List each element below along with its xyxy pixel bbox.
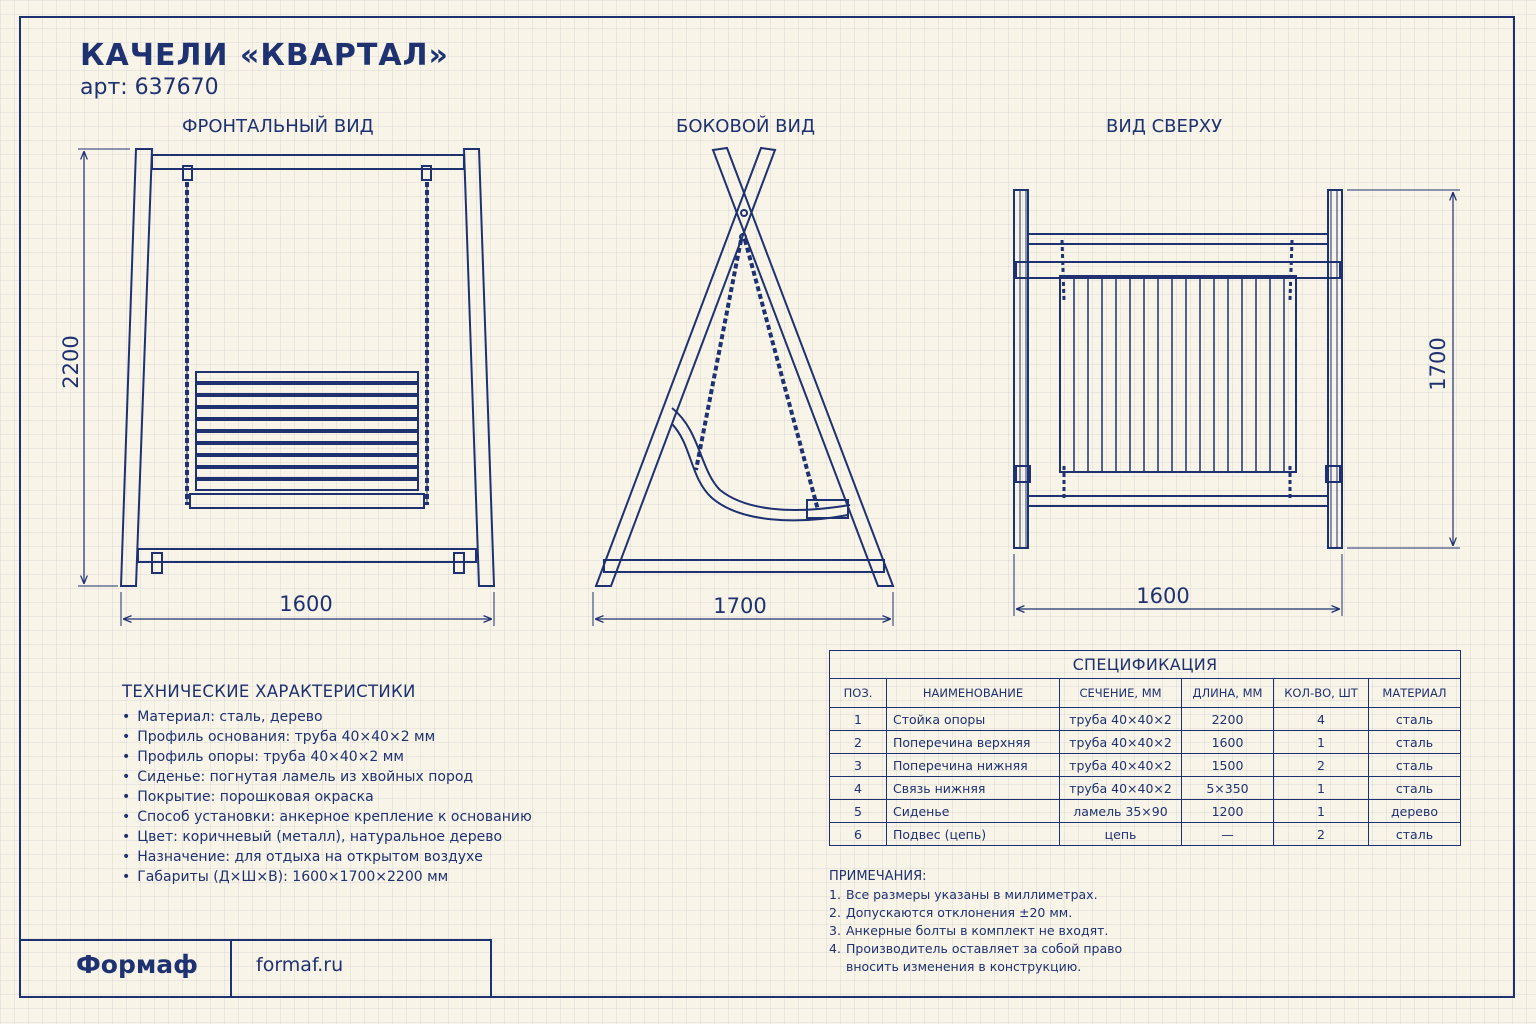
note-item: 4. Производитель оставляет за собой право… <box>829 940 1149 976</box>
spec-header-pos: ПОЗ. <box>829 678 887 708</box>
title-block <box>19 939 492 998</box>
spec-cell: 2 <box>1273 753 1369 777</box>
spec-cell: 2 <box>829 730 887 754</box>
spec-cell: 6 <box>829 822 887 846</box>
spec-cell: 4 <box>829 776 887 800</box>
spec-cell: — <box>1181 822 1274 846</box>
spec-cell: сталь <box>1368 730 1461 754</box>
spec-cell: дерево <box>1368 799 1461 823</box>
note-text: Анкерные болты в комплект не входят. <box>846 923 1109 938</box>
brand-name: Формаф <box>76 950 198 979</box>
article-number: арт: 637670 <box>80 75 219 100</box>
spec-cell: Стойка опоры <box>886 707 1060 731</box>
spec-cell: Поперечина нижняя <box>886 753 1060 777</box>
top-view <box>1013 189 1460 616</box>
spec-cell: 1 <box>1273 776 1369 800</box>
table-row: 2 Поперечина верхняя труба 40×40×2 1600 … <box>829 730 1461 754</box>
note-text: Производитель оставляет за собой право в… <box>846 941 1123 974</box>
spec-cell: 5 <box>829 799 887 823</box>
front-view <box>78 148 496 626</box>
specification-table: СПЕЦИФИКАЦИЯ ПОЗ. НАИМЕНОВАНИЕ СЕЧЕНИЕ, … <box>829 650 1461 846</box>
spec-cell: ламель 35×90 <box>1059 799 1182 823</box>
spec-cell: сталь <box>1368 776 1461 800</box>
spec-cell: 2 <box>1273 822 1369 846</box>
spec-cell: сталь <box>1368 753 1461 777</box>
tech-spec-item: Габариты (Д×Ш×В): 1600×1700×2200 мм <box>122 867 532 887</box>
spec-table-title: СПЕЦИФИКАЦИЯ <box>829 650 1461 679</box>
note-item: 1. Все размеры указаны в миллиметрах. <box>829 886 1149 904</box>
title-block-divider <box>230 940 232 998</box>
tech-specs-title: ТЕХНИЧЕСКИЕ ХАРАКТЕРИСТИКИ <box>122 682 416 701</box>
table-row: 4 Связь нижняя труба 40×40×2 5×350 1 ста… <box>829 776 1461 800</box>
note-item: 3. Анкерные болты в комплект не входят. <box>829 922 1149 940</box>
spec-cell: Связь нижняя <box>886 776 1060 800</box>
front-height-dimension: 2200 <box>59 335 83 388</box>
spec-cell: 1500 <box>1181 753 1274 777</box>
tech-spec-item: Покрытие: порошковая окраска <box>122 787 532 807</box>
note-number: 2. <box>829 905 841 920</box>
table-row: 5 Сиденье ламель 35×90 1200 1 дерево <box>829 799 1461 823</box>
note-text: Допускаются отклонения ±20 мм. <box>846 905 1073 920</box>
spec-cell: труба 40×40×2 <box>1059 753 1182 777</box>
spec-header-qty: КОЛ-ВО, ШТ <box>1273 678 1369 708</box>
top-depth-dimension: 1700 <box>1426 337 1450 390</box>
table-row: 6 Подвес (цепь) цепь — 2 сталь <box>829 822 1461 846</box>
spec-header-section: СЕЧЕНИЕ, ММ <box>1059 678 1182 708</box>
notes-list: 1. Все размеры указаны в миллиметрах. 2. Д… <box>829 886 1149 976</box>
spec-cell: 4 <box>1273 707 1369 731</box>
spec-cell: 2200 <box>1181 707 1274 731</box>
side-view <box>592 146 895 626</box>
spec-cell: сталь <box>1368 822 1461 846</box>
note-item: 2. Допускаются отклонения ±20 мм. <box>829 904 1149 922</box>
top-width-dimension: 1600 <box>1136 584 1189 608</box>
spec-cell: Сиденье <box>886 799 1060 823</box>
tech-spec-item: Профиль опоры: труба 40×40×2 мм <box>122 747 532 767</box>
table-row: 1 Стойка опоры труба 40×40×2 2200 4 стал… <box>829 707 1461 731</box>
tech-spec-item: Назначение: для отдыха на открытом возду… <box>122 847 532 867</box>
spec-header-length: ДЛИНА, ММ <box>1181 678 1274 708</box>
spec-cell: 1600 <box>1181 730 1274 754</box>
website-link[interactable]: formaf.ru <box>256 954 344 976</box>
notes-title: ПРИМЕЧАНИЯ: <box>829 869 927 884</box>
spec-cell: Поперечина верхняя <box>886 730 1060 754</box>
spec-cell: 1 <box>829 707 887 731</box>
spec-cell: Подвес (цепь) <box>886 822 1060 846</box>
front-view-title: ФРОНТАЛЬНЫЙ ВИД <box>182 116 374 137</box>
tech-specs-list: Материал: сталь, дерево Профиль основани… <box>122 707 532 887</box>
spec-cell: 3 <box>829 753 887 777</box>
note-number: 1. <box>829 887 841 902</box>
drawing-frame <box>19 16 1515 998</box>
spec-header-material: МАТЕРИАЛ <box>1368 678 1461 708</box>
tech-spec-item: Цвет: коричневый (металл), натуральное д… <box>122 827 532 847</box>
tech-spec-item: Способ установки: анкерное крепление к о… <box>122 807 531 827</box>
spec-cell: труба 40×40×2 <box>1059 776 1182 800</box>
spec-cell: 1 <box>1273 730 1369 754</box>
side-view-title: БОКОВОЙ ВИД <box>676 116 816 137</box>
spec-cell: цепь <box>1059 822 1182 846</box>
note-text: Все размеры указаны в миллиметрах. <box>846 887 1098 902</box>
front-width-dimension: 1600 <box>279 592 332 616</box>
tech-spec-item: Профиль основания: труба 40×40×2 мм <box>122 727 532 747</box>
table-row: 3 Поперечина нижняя труба 40×40×2 1500 2… <box>829 753 1461 777</box>
side-width-dimension: 1700 <box>713 594 766 618</box>
top-view-title: ВИД СВЕРХУ <box>1106 116 1223 137</box>
spec-cell: сталь <box>1368 707 1461 731</box>
tech-spec-item: Материал: сталь, дерево <box>122 707 532 727</box>
spec-cell: 5×350 <box>1181 776 1274 800</box>
tech-spec-item: Сиденье: погнутая ламель из хвойных поро… <box>122 767 532 787</box>
spec-cell: труба 40×40×2 <box>1059 707 1182 731</box>
note-number: 3. <box>829 923 841 938</box>
spec-cell: труба 40×40×2 <box>1059 730 1182 754</box>
spec-cell: 1200 <box>1181 799 1274 823</box>
spec-cell: 1 <box>1273 799 1369 823</box>
spec-header-name: НАИМЕНОВАНИЕ <box>886 678 1060 708</box>
drawing-title: КАЧЕЛИ «КВАРТАЛ» <box>80 38 449 73</box>
note-number: 4. <box>829 941 841 956</box>
